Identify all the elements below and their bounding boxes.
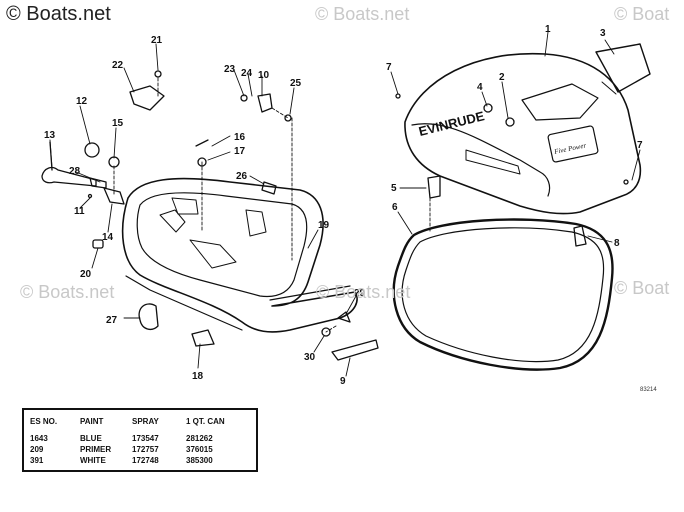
- cowl-seal-gasket: [392, 218, 614, 371]
- callout-17: 17: [234, 146, 246, 157]
- cell-es-no: 391: [30, 456, 44, 465]
- callout-12: 12: [76, 96, 88, 107]
- callout-10: 10: [258, 70, 270, 81]
- callout-2: 2: [499, 72, 505, 83]
- callout-13: 13: [44, 130, 56, 141]
- lower-motor-cover: [121, 177, 358, 333]
- paint-table: ES NO. PAINT SPRAY 1 QT. CAN 1643 BLUE 1…: [22, 408, 258, 472]
- callout-3: 3: [600, 28, 606, 39]
- header-spray: SPRAY: [132, 417, 159, 426]
- watermark-top-center: © Boats.net: [315, 4, 410, 24]
- callout-11: 11: [74, 206, 85, 217]
- callout-20: 20: [80, 269, 92, 280]
- callout-9: 9: [340, 376, 346, 387]
- callout-6: 6: [392, 202, 398, 213]
- watermark-mid-center: © Boats.net: [316, 282, 411, 302]
- callout-16: 16: [234, 132, 246, 143]
- callout-23: 23: [224, 64, 236, 75]
- header-paint: PAINT: [80, 417, 104, 426]
- paint-table-header: ES NO. PAINT SPRAY 1 QT. CAN: [24, 417, 256, 428]
- latch-handle-parts: [41, 70, 629, 361]
- callout-lines: [49, 31, 641, 377]
- callout-14: 14: [102, 232, 114, 243]
- callout-8: 8: [614, 238, 620, 249]
- table-row: 391 WHITE 172748 385300: [24, 456, 256, 467]
- callout-28: 28: [69, 166, 81, 177]
- callout-26: 26: [236, 171, 248, 182]
- callout-4: 4: [477, 82, 483, 93]
- callout-7a: 7: [386, 62, 392, 73]
- watermark-mid-left: © Boats.net: [20, 282, 115, 302]
- watermark-mid-right: © Boat: [614, 278, 670, 298]
- cell-qt-can: 376015: [186, 445, 213, 454]
- callout-numbers: 1 2 3 4 5 6 7 7 8 9 10 11 12 13 14 15 16…: [44, 24, 643, 387]
- callout-19: 19: [318, 220, 330, 231]
- cell-qt-can: 281262: [186, 434, 213, 443]
- header-es-no: ES NO.: [30, 417, 58, 426]
- cell-es-no: 1643: [30, 434, 48, 443]
- callout-21: 21: [151, 35, 163, 46]
- drawing-code: 83214: [640, 387, 657, 393]
- callout-27: 27: [106, 315, 118, 326]
- cell-spray: 173547: [132, 434, 159, 443]
- watermark-top-right: © Boat: [614, 4, 670, 24]
- callout-24: 24: [241, 68, 253, 79]
- cowl-badge-text: Five Power: [552, 141, 587, 156]
- callout-25: 25: [290, 78, 302, 89]
- cell-spray: 172757: [132, 445, 159, 454]
- callout-30: 30: [304, 352, 316, 363]
- cowl-brand-text: EVINRUDE: [417, 108, 486, 139]
- cell-paint: WHITE: [80, 456, 106, 465]
- table-row: 209 PRIMER 172757 376015: [24, 445, 256, 456]
- callout-15: 15: [112, 118, 124, 129]
- watermark-main: © Boats.net: [6, 3, 111, 25]
- table-row: 1643 BLUE 173547 281262: [24, 434, 256, 445]
- callout-18: 18: [192, 371, 204, 382]
- cell-qt-can: 385300: [186, 456, 213, 465]
- callout-5: 5: [391, 183, 397, 194]
- cell-paint: PRIMER: [80, 445, 112, 454]
- leader-lines: [113, 77, 431, 333]
- callout-1: 1: [545, 24, 551, 35]
- cell-es-no: 209: [30, 445, 44, 454]
- callout-22: 22: [112, 60, 124, 71]
- callout-29: 29: [354, 288, 366, 299]
- cell-paint: BLUE: [80, 434, 102, 443]
- callout-7b: 7: [637, 140, 643, 151]
- cell-spray: 172748: [132, 456, 159, 465]
- header-qt-can: 1 QT. CAN: [186, 417, 225, 426]
